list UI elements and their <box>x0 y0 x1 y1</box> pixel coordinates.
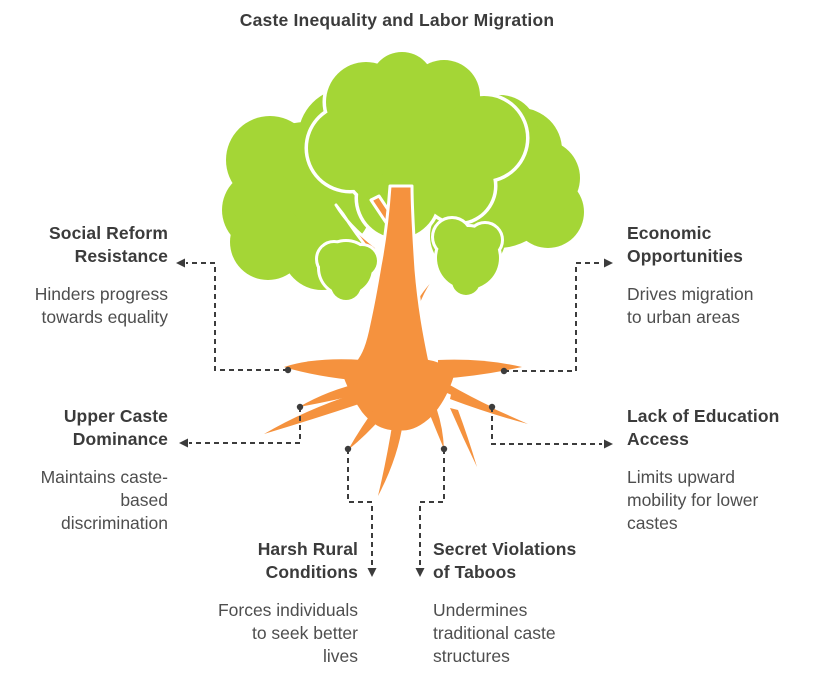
trunk-main <box>353 184 433 369</box>
callout-secret-violations-of-taboos: Secret Violations of Taboos Undermines t… <box>433 538 605 668</box>
anchor-dot <box>344 445 352 453</box>
callout-harsh-rural-conditions: Harsh Rural Conditions Forces individual… <box>196 538 358 668</box>
root-tendril <box>348 404 387 450</box>
root-tendril <box>299 382 368 407</box>
page-title: Caste Inequality and Labor Migration <box>239 10 555 30</box>
root-tendril <box>264 394 359 434</box>
callout-heading: Secret Violations of Taboos <box>433 539 577 582</box>
root-tendril <box>447 384 492 407</box>
arrow-left-icon <box>176 258 185 268</box>
canopy-blob-right <box>434 219 501 295</box>
callout-heading: Harsh Rural Conditions <box>257 539 358 582</box>
connector-harsh-rural <box>347 449 373 567</box>
callout-economic-opportunities: Economic Opportunities Drives migration … <box>627 222 813 329</box>
callout-heading: Economic Opportunities <box>627 223 744 266</box>
tree-roots <box>264 357 528 496</box>
callout-heading: Social Reform Resistance <box>49 223 168 266</box>
connector-upper-caste <box>189 407 301 444</box>
root-tendril <box>284 359 362 381</box>
arrow-right-icon <box>604 439 613 449</box>
root-tendril <box>438 359 522 379</box>
arrow-left-icon <box>179 438 188 448</box>
connector-arrowheads <box>176 258 613 577</box>
callout-body: Limits upward mobility for lower castes <box>627 467 759 533</box>
connector-economic <box>504 262 602 372</box>
root-anchor-dots <box>284 366 508 453</box>
callout-social-reform-resistance: Social Reform Resistance Hinders progres… <box>0 222 168 329</box>
callout-body: Forces individuals to seek better lives <box>217 600 358 666</box>
callout-body: Hinders progress towards equality <box>34 284 168 327</box>
arrow-down-icon <box>367 568 377 577</box>
callout-lack-of-education-access: Lack of Education Access Limits upward m… <box>627 405 815 535</box>
root-tendril <box>450 408 477 467</box>
anchor-dot <box>500 367 508 375</box>
callout-connectors <box>186 262 602 567</box>
connector-social-reform <box>186 262 288 371</box>
arrow-down-icon <box>415 568 425 577</box>
root-tendril <box>378 420 403 496</box>
callout-body: Drives migration to urban areas <box>627 284 754 327</box>
connector-secret-violations <box>419 449 445 567</box>
arrow-right-icon <box>604 258 613 268</box>
callout-upper-caste-dominance: Upper Caste Dominance Maintains caste- b… <box>0 405 168 535</box>
anchor-dot <box>296 403 304 411</box>
anchor-dot <box>440 445 448 453</box>
callout-body: Undermines traditional caste structures <box>433 600 556 666</box>
root-mass <box>342 357 455 431</box>
root-tendril <box>428 410 444 449</box>
callout-heading: Lack of Education Access <box>627 406 780 449</box>
callout-heading: Upper Caste Dominance <box>63 406 168 449</box>
callout-body: Maintains caste- based discrimination <box>40 467 168 533</box>
anchor-dot <box>284 366 292 374</box>
connector-education <box>491 407 602 445</box>
anchor-dot <box>488 403 496 411</box>
